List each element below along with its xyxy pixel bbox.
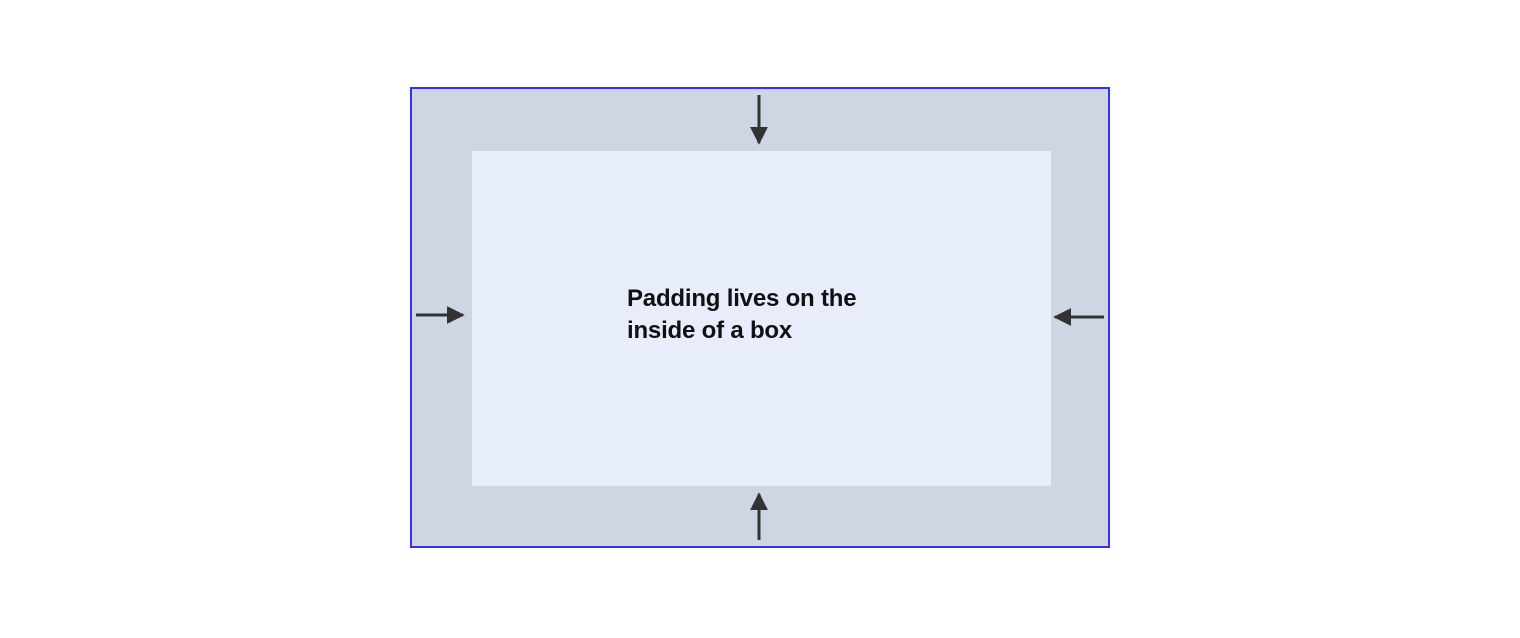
element-box: Padding lives on the inside of a box [410,87,1110,548]
content-box-label: Padding lives on the inside of a box [627,285,857,344]
content-box: Padding lives on the inside of a box [472,151,1051,486]
